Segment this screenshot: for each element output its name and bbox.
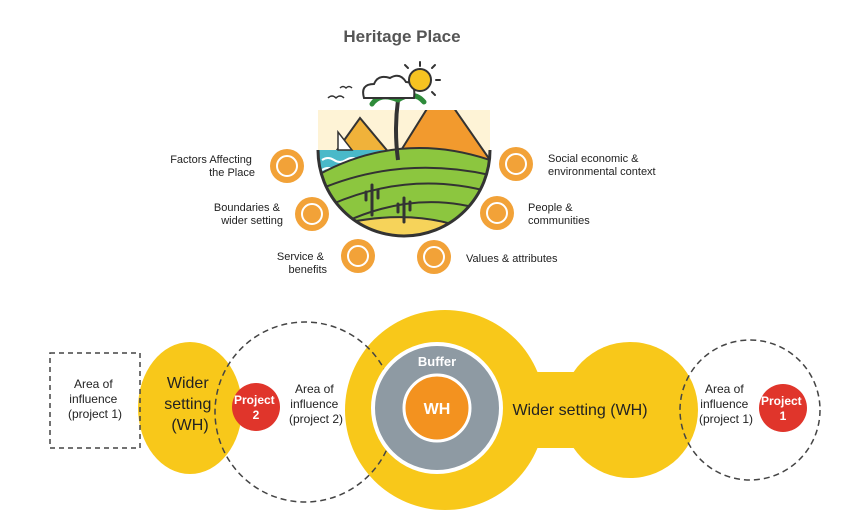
area-of-influence-p1-right-circle — [679, 339, 821, 481]
area-of-influence-p1-right-label: Area of influence (project 1) — [699, 382, 753, 426]
project-1-label: Project 1 — [761, 394, 805, 423]
wh-core — [402, 373, 472, 443]
factor-label-service: Service & benefits — [277, 251, 328, 276]
buffer-label: Buffer — [418, 354, 456, 369]
factor-label-boundaries: Boundaries & wider setting — [214, 202, 283, 227]
area-of-influence-p2-label: Area of influence (project 2) — [289, 382, 343, 426]
wider-setting-right-label: Wider setting (WH) — [512, 402, 647, 419]
factor-social: Social economic & environmental context — [499, 147, 656, 181]
factor-label-factors: Factors Affecting the Place — [170, 154, 255, 179]
page-title: Heritage Place — [343, 27, 460, 46]
wh-label: WH — [424, 401, 451, 418]
wider-setting-left-label: Wider setting (WH) — [164, 375, 216, 434]
factor-label-people: People & communities — [528, 202, 590, 227]
project-2-marker — [232, 383, 280, 431]
factor-boundaries: Boundaries & wider setting — [214, 197, 329, 231]
landscape-illustration — [316, 61, 492, 238]
factor-people: People & communities — [480, 196, 590, 230]
area-of-influence-p1-left-box — [49, 352, 141, 449]
wider-setting-left-shape — [138, 342, 242, 474]
area-of-influence-p1-left-label: Area of influence (project 1) — [68, 377, 122, 421]
factor-label-values: Values & attributes — [466, 253, 558, 265]
project-1-marker — [759, 384, 807, 432]
factor-label-social: Social economic & environmental context — [548, 153, 656, 178]
factor-values: Values & attributes — [417, 240, 558, 274]
project-2-label: Project 2 — [234, 393, 278, 422]
factor-factors: Factors Affecting the Place — [170, 149, 304, 183]
factor-service: Service & benefits — [277, 239, 375, 276]
